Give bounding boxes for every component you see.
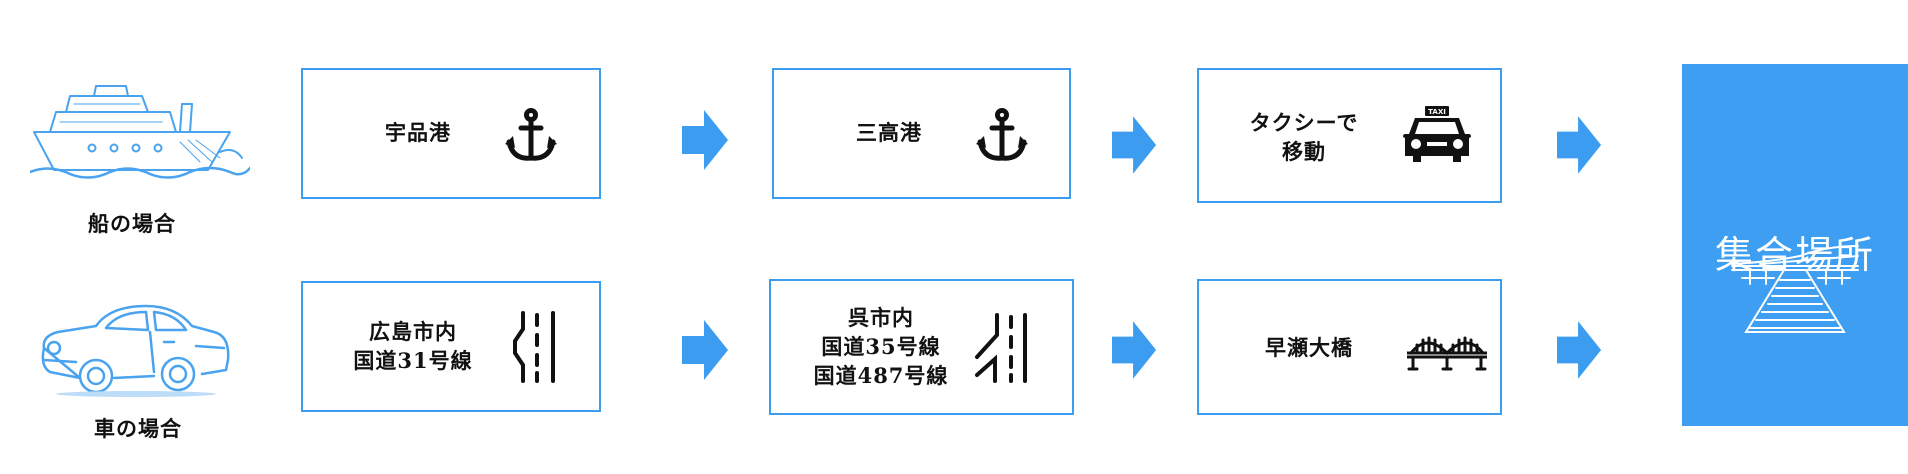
road-merge-icon [975,313,1027,383]
step-label: 宇品港 [385,120,451,145]
step-label: 早瀬大橋 [1265,335,1353,360]
car-route-label: 車の場合 [94,416,182,441]
anchor-icon [976,108,1028,161]
car-icon [41,304,230,397]
ship-route-label: 船の場合 [88,211,176,236]
step-label: 広島市内 国道31号線 [353,319,473,373]
ship-icon [30,85,250,179]
ship-step-box: 三高港 [772,68,1071,199]
car-step-box: 広島市内 国道31号線 [301,281,601,412]
car-step-box: 早瀬大橋 [1197,279,1502,415]
arrow-right-icon [682,320,728,380]
road-curve-icon [513,311,555,383]
step-label: タクシーで 移動 [1249,110,1359,164]
ship-step-box: 宇品港 [301,68,601,199]
car-step-box: 呉市内 国道35号線 国道487号線 [769,279,1074,415]
taxi-icon: TAXI [1403,106,1471,162]
ship-step-box: タクシーで 移動 TAXI [1197,68,1502,203]
step-label: 三高港 [856,120,922,145]
pier-icon [1731,245,1859,333]
arrow-right-icon [682,110,728,170]
arrow-right-icon [1557,116,1602,174]
destination-panel: 集合場所 [1682,64,1908,426]
svg-text:TAXI: TAXI [1428,108,1446,116]
arrow-right-icon [1112,116,1157,174]
bridge-icon [1407,336,1487,371]
arrow-right-icon [1112,321,1157,379]
step-label: 呉市内 国道35号線 国道487号線 [813,305,949,388]
anchor-icon [505,108,557,161]
arrow-right-icon [1557,321,1602,379]
